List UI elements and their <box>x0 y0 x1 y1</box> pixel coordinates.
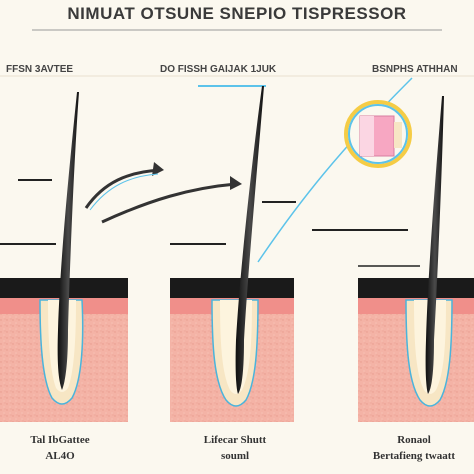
caption-2: Lifecar Shutt souml <box>180 432 290 464</box>
curved-arrow-icon <box>84 162 242 224</box>
skin-surface-band-2 <box>170 278 294 298</box>
panel-3 <box>312 96 474 422</box>
caption-1: Tal IbGattee AL4O <box>10 432 110 464</box>
hair-shaft-3 <box>425 96 444 394</box>
caption-3-line-2: Bertafieng twaatt <box>372 450 456 462</box>
caption-3: Ronaol Bertafieng twaatt <box>358 432 470 464</box>
caption-1-line-2: AL4O <box>45 450 75 462</box>
caption-1-line-1: Tal IbGattee <box>30 434 90 446</box>
column-label-2: DO FISSH GAIJAK 1JUK <box>160 64 277 75</box>
hair-shaft-1 <box>57 92 79 390</box>
caption-3-line-1: Ronaol <box>397 434 431 446</box>
hair-shaft-2 <box>235 86 264 394</box>
diagram-title: NIMUAT OTSUNE SNEPIO TISPRESSOR <box>67 4 407 23</box>
panel-2 <box>170 86 296 422</box>
caption-2-line-1: Lifecar Shutt <box>203 434 267 446</box>
magnified-follicle-icon <box>344 100 412 168</box>
caption-2-line-2: souml <box>220 450 250 462</box>
column-label-1: FFSN 3AVTEE <box>6 64 74 75</box>
skin-surface-band-3 <box>358 278 474 298</box>
panel-1 <box>0 92 128 422</box>
column-label-3: BSNPHS ATHHAN <box>372 64 458 75</box>
